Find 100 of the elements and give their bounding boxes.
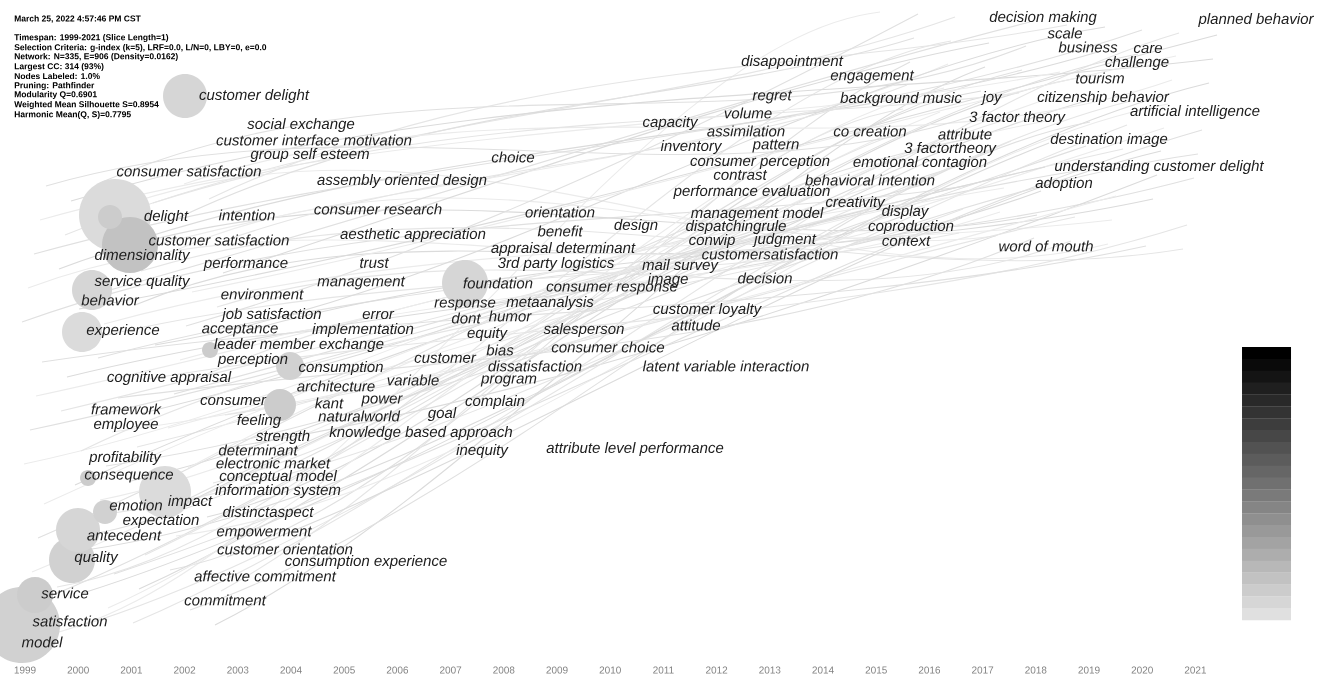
keyword-label: antecedent xyxy=(87,529,162,541)
keyword-label: customer loyalty xyxy=(653,303,762,317)
keyword-label: artificial intelligence xyxy=(1130,105,1260,119)
keyword-label: customer xyxy=(414,353,477,363)
keyword-label: attribute level performance xyxy=(546,442,724,456)
statistics-text: Modularity Q=0.6901 xyxy=(14,91,97,99)
keyword-label: model xyxy=(21,636,63,648)
keyword-label: foundation xyxy=(463,277,533,289)
keyword-label: understanding customer delight xyxy=(1055,160,1265,174)
statistics-text: Largest CC: 314 (93%) xyxy=(14,63,104,71)
keyword-label: job satisfaction xyxy=(220,308,321,322)
keyword-label: planned behavior xyxy=(1198,13,1315,27)
keyword-label: consumption xyxy=(298,361,383,375)
keyword-label: aesthetic appreciation xyxy=(340,228,486,242)
year-label: 2019 xyxy=(1078,666,1100,674)
keyword-label: complain xyxy=(465,395,525,409)
year-label: 2002 xyxy=(174,666,196,674)
keyword-label: scale xyxy=(1047,27,1082,39)
year-label: 1999 xyxy=(14,666,36,674)
keyword-label: choice xyxy=(491,151,535,163)
keyword-label: determinant xyxy=(218,444,299,456)
year-label: 2004 xyxy=(280,666,302,674)
keyword-label: citizenship behavior xyxy=(1037,91,1170,105)
keyword-label: attribute xyxy=(938,128,992,140)
keyword-label: destination image xyxy=(1050,133,1168,147)
keyword-label: conceptual model xyxy=(219,470,338,484)
keyword-label: contrast xyxy=(713,170,768,180)
keyword-label: disappointment xyxy=(741,55,844,69)
year-label: 2007 xyxy=(440,666,462,674)
keyword-label: assembly oriented design xyxy=(317,174,487,188)
keyword-label: tourism xyxy=(1076,72,1124,84)
keyword-label: salesperson xyxy=(543,323,624,337)
keyword-label: customer delight xyxy=(199,89,310,103)
statistics-text: Nodes Labeled: 1.0% xyxy=(14,72,100,80)
keyword-label: decision making xyxy=(989,11,1097,25)
keyword-label: power xyxy=(361,395,403,407)
keyword-label: feeling xyxy=(237,414,281,428)
year-label: 2010 xyxy=(599,666,621,674)
keyword-label: implementation xyxy=(312,323,414,337)
keyword-label: cognitive appraisal xyxy=(107,371,232,385)
keyword-label: business xyxy=(1058,41,1118,53)
keyword-label: consumer research xyxy=(314,203,442,215)
keyword-label: performance evaluation xyxy=(673,185,830,199)
keyword-label: empowerment xyxy=(217,526,313,540)
keyword-label: consequence xyxy=(84,471,174,483)
keyword-label: joy xyxy=(980,91,1003,105)
statistics-text: Weighted Mean Silhouette S=0.8954 xyxy=(14,101,159,109)
keyword-label: social exchange xyxy=(247,118,355,132)
keyword-label: strength xyxy=(255,430,310,444)
keyword-label: consumer choice xyxy=(551,341,665,353)
statistics-text: March 25, 2022 4:57:46 PM CST xyxy=(14,15,141,23)
keyword-label: information system xyxy=(215,484,341,498)
keyword-label: challenge xyxy=(1105,56,1169,70)
keyword-label: program xyxy=(480,375,537,387)
keyword-label: dont xyxy=(451,312,482,324)
keyword-label: coproduction xyxy=(868,220,954,234)
keyword-label: affective commitment xyxy=(194,570,337,582)
statistics-text: Network: N=335, E=906 (Density=0.0162) xyxy=(14,53,178,61)
keyword-label: pattern xyxy=(752,139,799,153)
keyword-label: consumption experience xyxy=(285,555,447,569)
keyword-label: environment xyxy=(221,288,304,300)
keyword-label: knowledge based approach xyxy=(329,426,512,440)
keyword-label: distinctaspect xyxy=(223,506,314,520)
keyword-label: group self esteem xyxy=(250,148,369,162)
keyword-label: consumer satisfaction xyxy=(116,165,261,177)
keyword-label: latent variable interaction xyxy=(642,360,809,372)
keyword-label: equity xyxy=(467,327,508,341)
year-label: 2016 xyxy=(918,666,941,674)
keyword-label: framework xyxy=(91,403,162,415)
keyword-label: performance xyxy=(203,257,288,271)
keyword-label: naturalworld xyxy=(318,410,401,422)
keyword-label: design xyxy=(614,219,658,233)
keyword-label: quality xyxy=(74,551,119,565)
keyword-label: dimensionality xyxy=(95,249,191,263)
keyword-label: mail survey xyxy=(642,259,719,273)
keyword-label: service xyxy=(41,587,89,599)
keyword-label: customer orientation xyxy=(217,543,353,555)
keyword-label: error xyxy=(362,310,395,320)
year-label: 2000 xyxy=(67,666,89,674)
keyword-label: perception xyxy=(217,353,288,367)
year-label: 2014 xyxy=(812,666,834,674)
keyword-label: humor xyxy=(489,310,532,322)
keyword-label: inventory xyxy=(660,140,723,154)
year-label: 2015 xyxy=(865,666,887,674)
keyword-label: co creation xyxy=(833,125,906,137)
year-label: 2006 xyxy=(386,666,409,674)
statistics-text: Selection Criteria: g-index (k=5), LRF=0.0, L/N=0, LBY=0, e=0.0 xyxy=(14,44,267,52)
keyword-label: judgment xyxy=(752,233,817,247)
keyword-label: response xyxy=(434,299,496,311)
year-label: 2013 xyxy=(759,666,781,674)
keyword-label: trust xyxy=(360,258,390,268)
keyword-label: engagement xyxy=(830,70,915,84)
keyword-label: customer interface motivation xyxy=(216,134,412,146)
keyword-label: conwip xyxy=(689,234,735,248)
keyword-label: electronic market xyxy=(216,457,331,469)
year-label: 2001 xyxy=(120,666,142,674)
keyword-label: customersatisfaction xyxy=(702,248,838,260)
keyword-label: inequity xyxy=(456,444,509,458)
keyword-label: expectation xyxy=(123,514,199,528)
statistics-text: Pruning: Pathfinder xyxy=(14,82,95,90)
